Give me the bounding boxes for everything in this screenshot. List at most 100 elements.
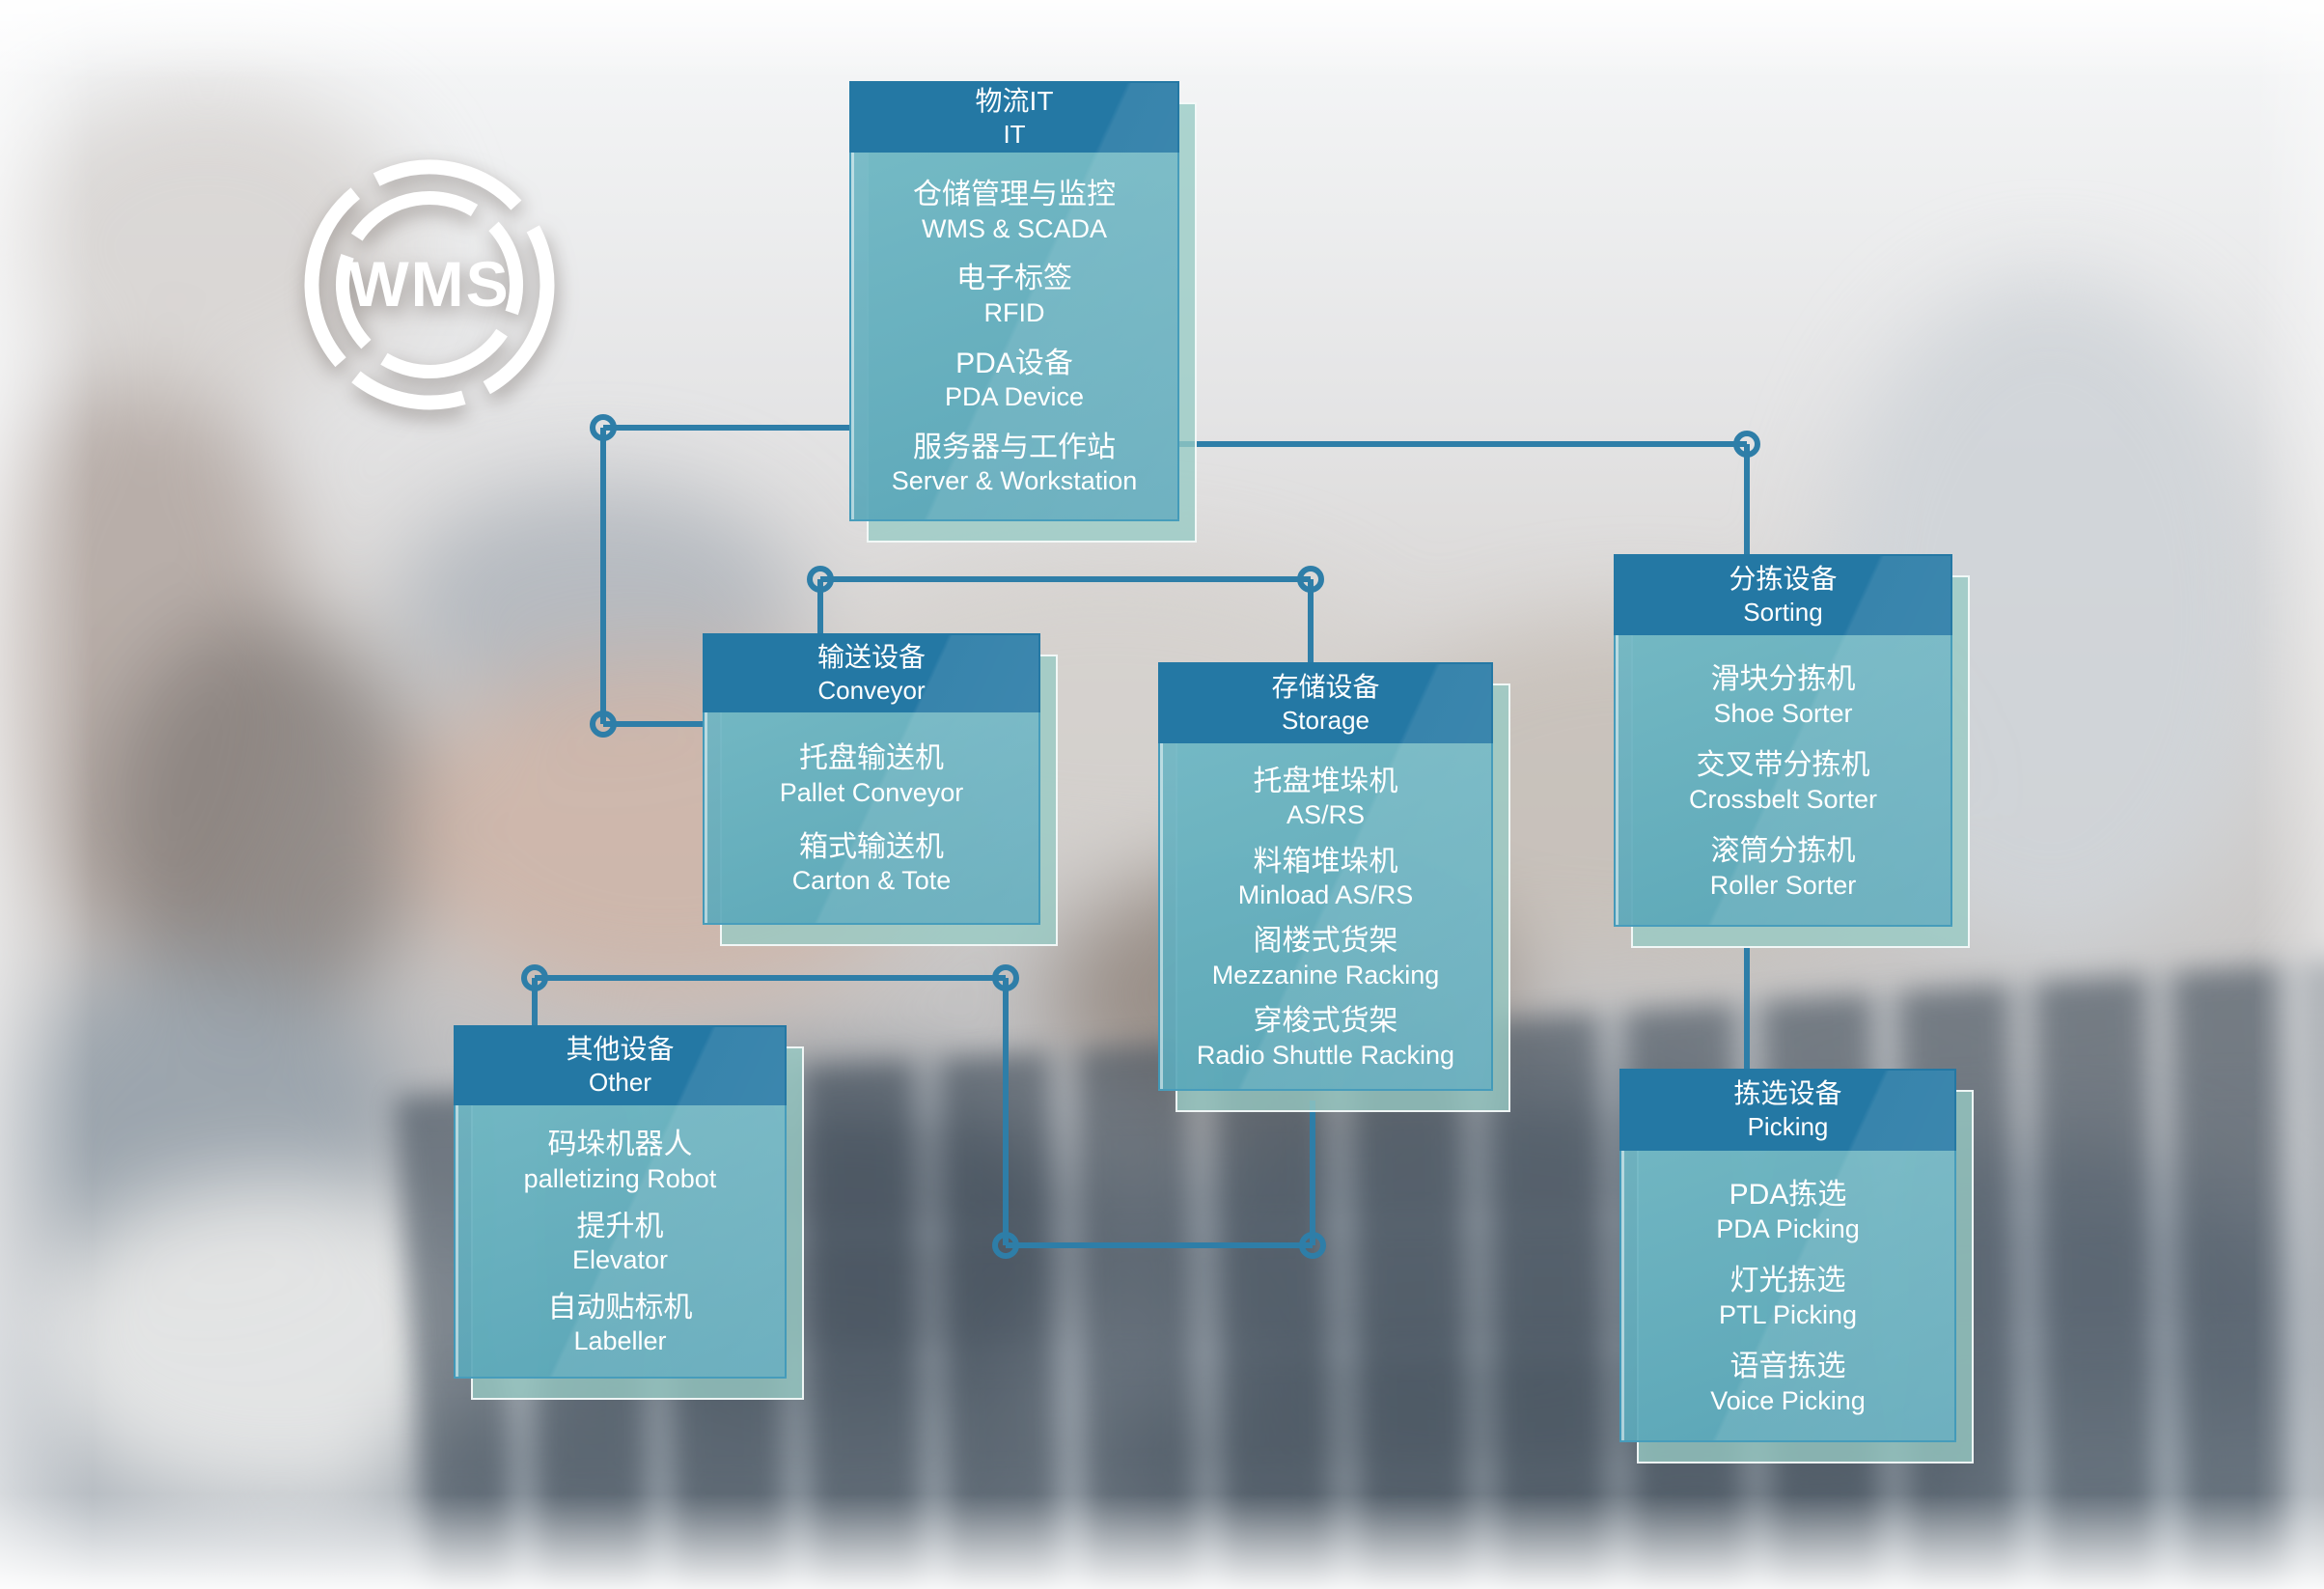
item-zh: 阁楼式货架 bbox=[1253, 925, 1398, 958]
box-body: 码垛机器人 palletizing Robot 提升机 Elevator 自动贴… bbox=[456, 1107, 785, 1377]
wms-logo: WMS bbox=[304, 159, 555, 410]
box-title-en: IT bbox=[1003, 119, 1026, 149]
item-zh: 电子标签 bbox=[956, 263, 1072, 295]
glass-panel: 分拣设备 Sorting 滑块分拣机 Shoe Sorter 交叉带分拣机 Cr… bbox=[1614, 554, 1952, 927]
box-title-zh: 其他设备 bbox=[566, 1034, 675, 1065]
box-it: 物流IT IT 仓储管理与监控 WMS & SCADA 电子标签 RFID PD… bbox=[849, 81, 1197, 543]
box-title-zh: 存储设备 bbox=[1271, 671, 1380, 702]
item-zh: 箱式输送机 bbox=[799, 830, 944, 863]
glass-panel: 输送设备 Conveyor 托盘输送机 Pallet Conveyor 箱式输送… bbox=[703, 633, 1040, 925]
list-item: 仓储管理与监控 WMS & SCADA bbox=[855, 177, 1174, 244]
list-item: 服务器与工作站 Server & Workstation bbox=[855, 430, 1174, 497]
connector-line bbox=[603, 721, 703, 727]
connector-line bbox=[1006, 1242, 1313, 1248]
connector-node bbox=[1733, 431, 1760, 458]
item-zh: 语音拣选 bbox=[1729, 1351, 1846, 1383]
list-item: 托盘堆垛机 AS/RS bbox=[1164, 764, 1487, 831]
wms-logo-text: WMS bbox=[348, 248, 510, 320]
item-zh: 滚筒分拣机 bbox=[1710, 835, 1856, 868]
connector-line bbox=[1744, 444, 1750, 556]
connector-line bbox=[820, 576, 1311, 582]
connector-line bbox=[1179, 441, 1747, 447]
item-en: AS/RS bbox=[1286, 800, 1366, 830]
glass-panel: 其他设备 Other 码垛机器人 palletizing Robot 提升机 E… bbox=[454, 1025, 787, 1379]
item-zh: PDA设备 bbox=[955, 347, 1073, 379]
item-zh: 穿梭式货架 bbox=[1253, 1005, 1398, 1038]
item-en: WMS & SCADA bbox=[921, 213, 1108, 243]
connector-line bbox=[603, 425, 849, 431]
box-storage: 存储设备 Storage 托盘堆垛机 AS/RS 料箱堆垛机 Minload A… bbox=[1158, 662, 1510, 1112]
box-header: 分拣设备 Sorting bbox=[1614, 554, 1952, 635]
item-zh: 仓储管理与监控 bbox=[913, 179, 1116, 211]
list-item: 滑块分拣机 Shoe Sorter bbox=[1619, 661, 1947, 729]
box-title-zh: 物流IT bbox=[975, 85, 1054, 116]
item-en: PDA Picking bbox=[1716, 1213, 1860, 1243]
item-en: Crossbelt Sorter bbox=[1688, 784, 1878, 814]
list-item: 阁楼式货架 Mezzanine Racking bbox=[1164, 923, 1487, 990]
list-item: 灯光拣选 PTL Picking bbox=[1625, 1263, 1950, 1330]
list-item: 托盘输送机 Pallet Conveyor bbox=[708, 740, 1035, 808]
box-header: 输送设备 Conveyor bbox=[703, 633, 1040, 712]
box-sorting: 分拣设备 Sorting 滑块分拣机 Shoe Sorter 交叉带分拣机 Cr… bbox=[1614, 554, 1970, 948]
box-conveyor: 输送设备 Conveyor 托盘输送机 Pallet Conveyor 箱式输送… bbox=[703, 633, 1058, 946]
list-item: 箱式输送机 Carton & Tote bbox=[708, 829, 1035, 897]
item-en: Shoe Sorter bbox=[1713, 698, 1853, 728]
connector-node bbox=[1299, 1232, 1326, 1259]
item-zh: 交叉带分拣机 bbox=[1696, 749, 1870, 782]
connector-node bbox=[992, 964, 1019, 991]
list-item: PDA拣选 PDA Picking bbox=[1625, 1177, 1950, 1244]
connector-node bbox=[807, 566, 834, 593]
item-en: Server & Workstation bbox=[891, 466, 1138, 496]
box-title-en: Conveyor bbox=[817, 675, 926, 705]
item-en: Carton & Tote bbox=[791, 866, 952, 896]
list-item: 交叉带分拣机 Crossbelt Sorter bbox=[1619, 747, 1947, 815]
box-body: 仓储管理与监控 WMS & SCADA 电子标签 RFID PDA设备 PDA … bbox=[851, 154, 1177, 519]
box-title-zh: 输送设备 bbox=[816, 641, 926, 672]
list-item: 电子标签 RFID bbox=[855, 261, 1174, 328]
list-item: 穿梭式货架 Radio Shuttle Racking bbox=[1164, 1003, 1487, 1071]
item-zh: 灯光拣选 bbox=[1729, 1265, 1846, 1297]
box-header: 其他设备 Other bbox=[454, 1025, 787, 1105]
box-body: 托盘堆垛机 AS/RS 料箱堆垛机 Minload AS/RS 阁楼式货架 Me… bbox=[1160, 745, 1491, 1089]
box-header: 存储设备 Storage bbox=[1158, 662, 1493, 743]
item-en: Labeller bbox=[573, 1326, 667, 1356]
box-title-en: Storage bbox=[1281, 705, 1370, 735]
box-picking: 拣选设备 Picking PDA拣选 PDA Picking 灯光拣选 PTL … bbox=[1619, 1069, 1974, 1464]
box-body: 滑块分拣机 Shoe Sorter 交叉带分拣机 Crossbelt Sorte… bbox=[1616, 637, 1950, 925]
box-title-en: Sorting bbox=[1743, 597, 1823, 627]
item-zh: 自动贴标机 bbox=[547, 1291, 693, 1324]
list-item: 语音拣选 Voice Picking bbox=[1625, 1349, 1950, 1416]
item-zh: 托盘输送机 bbox=[799, 742, 944, 775]
box-title-en: Other bbox=[588, 1068, 652, 1098]
box-header: 物流IT IT bbox=[849, 81, 1179, 153]
box-body: PDA拣选 PDA Picking 灯光拣选 PTL Picking 语音拣选 … bbox=[1621, 1153, 1954, 1440]
item-en: Radio Shuttle Racking bbox=[1196, 1040, 1455, 1070]
item-en: Minload AS/RS bbox=[1237, 880, 1414, 910]
item-en: Elevator bbox=[571, 1245, 669, 1275]
item-en: Mezzanine Racking bbox=[1211, 960, 1440, 990]
list-item: 滚筒分拣机 Roller Sorter bbox=[1619, 833, 1947, 901]
item-zh: 托盘堆垛机 bbox=[1253, 765, 1398, 797]
item-zh: 提升机 bbox=[576, 1210, 664, 1242]
item-en: RFID bbox=[983, 297, 1045, 327]
list-item: 提升机 Elevator bbox=[459, 1209, 781, 1276]
item-en: PDA Device bbox=[944, 382, 1085, 412]
box-title-zh: 分拣设备 bbox=[1729, 563, 1838, 594]
box-body: 托盘输送机 Pallet Conveyor 箱式输送机 Carton & Tot… bbox=[705, 714, 1038, 923]
connector-line bbox=[1744, 946, 1750, 1071]
connector-line bbox=[1310, 1101, 1315, 1245]
list-item: 自动贴标机 Labeller bbox=[459, 1290, 781, 1357]
item-zh: 码垛机器人 bbox=[547, 1129, 693, 1161]
list-item: PDA设备 PDA Device bbox=[855, 346, 1174, 413]
box-title-en: Picking bbox=[1747, 1112, 1829, 1142]
item-en: Voice Picking bbox=[1710, 1385, 1866, 1415]
connector-node bbox=[1297, 566, 1324, 593]
item-zh: 料箱堆垛机 bbox=[1253, 845, 1398, 878]
glass-panel: 存储设备 Storage 托盘堆垛机 AS/RS 料箱堆垛机 Minload A… bbox=[1158, 662, 1493, 1091]
connector-line bbox=[1003, 978, 1009, 1245]
connector-node bbox=[521, 964, 548, 991]
connector-line bbox=[600, 428, 606, 724]
list-item: 料箱堆垛机 Minload AS/RS bbox=[1164, 844, 1487, 911]
connector-line bbox=[535, 975, 1006, 981]
